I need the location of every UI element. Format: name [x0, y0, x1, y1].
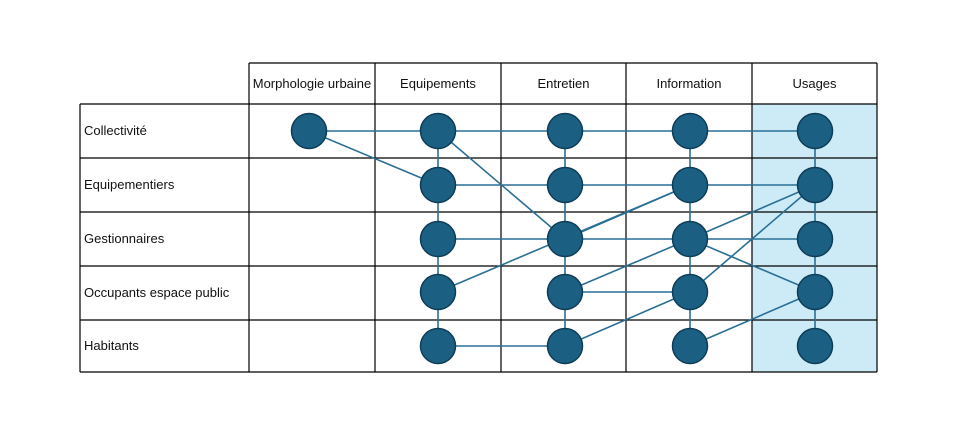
- n-occupants-entretien-node: [546, 273, 584, 311]
- edge-line: [689, 238, 816, 293]
- row-label: Habitants: [84, 338, 139, 353]
- n-occupants-information-node: [671, 273, 709, 311]
- n-equipementiers-entretien-node: [546, 166, 584, 204]
- n-habitants-usages-node: [796, 327, 834, 365]
- n-collectivite-usages-node: [796, 112, 834, 150]
- edge-line: [564, 238, 691, 293]
- n-equipementiers-equipements-node: [419, 166, 457, 204]
- n-habitants-information-node: [671, 327, 709, 365]
- n-equipementiers-information-node: [671, 166, 709, 204]
- n-gestionnaires-information-node: [671, 220, 709, 258]
- n-occupants-usages-node: [796, 273, 834, 311]
- table-grid: [79, 62, 878, 373]
- n-gestionnaires-entretien-node: [546, 220, 584, 258]
- n-collectivite-information-node: [671, 112, 709, 150]
- edge-line: [689, 291, 816, 347]
- n-collectivite-entretien-node: [546, 112, 584, 150]
- n-collectivite-equipements-node: [419, 112, 457, 150]
- edge-layer: [308, 130, 816, 347]
- column-header: Entretien: [537, 76, 589, 91]
- edge-line: [689, 184, 816, 293]
- edge-line: [564, 291, 691, 347]
- edge-line: [308, 130, 439, 186]
- row-label: Gestionnaires: [84, 231, 165, 246]
- edge-line: [689, 184, 816, 240]
- column-headers: Morphologie urbaine Equipements Entretien I…: [253, 76, 837, 91]
- n-equipementiers-usages-node: [796, 166, 834, 204]
- n-occupants-equipements-node: [419, 273, 457, 311]
- n-habitants-entretien-node: [546, 327, 584, 365]
- node-layer: [290, 112, 834, 365]
- row-label: Equipementiers: [84, 177, 175, 192]
- n-collectivite-morphologie-node: [290, 112, 328, 150]
- column-header: Equipements: [400, 76, 476, 91]
- row-label: Collectivité: [84, 123, 147, 138]
- n-gestionnaires-equipements-node: [419, 220, 457, 258]
- column-header: Morphologie urbaine: [253, 76, 372, 91]
- row-label: Occupants espace public: [84, 285, 230, 300]
- n-gestionnaires-usages-node: [796, 220, 834, 258]
- column-header: Usages: [792, 76, 837, 91]
- column-header: Information: [656, 76, 721, 91]
- n-habitants-equipements-node: [419, 327, 457, 365]
- row-labels: CollectivitéEquipementiersGestionnairesO…: [84, 123, 230, 353]
